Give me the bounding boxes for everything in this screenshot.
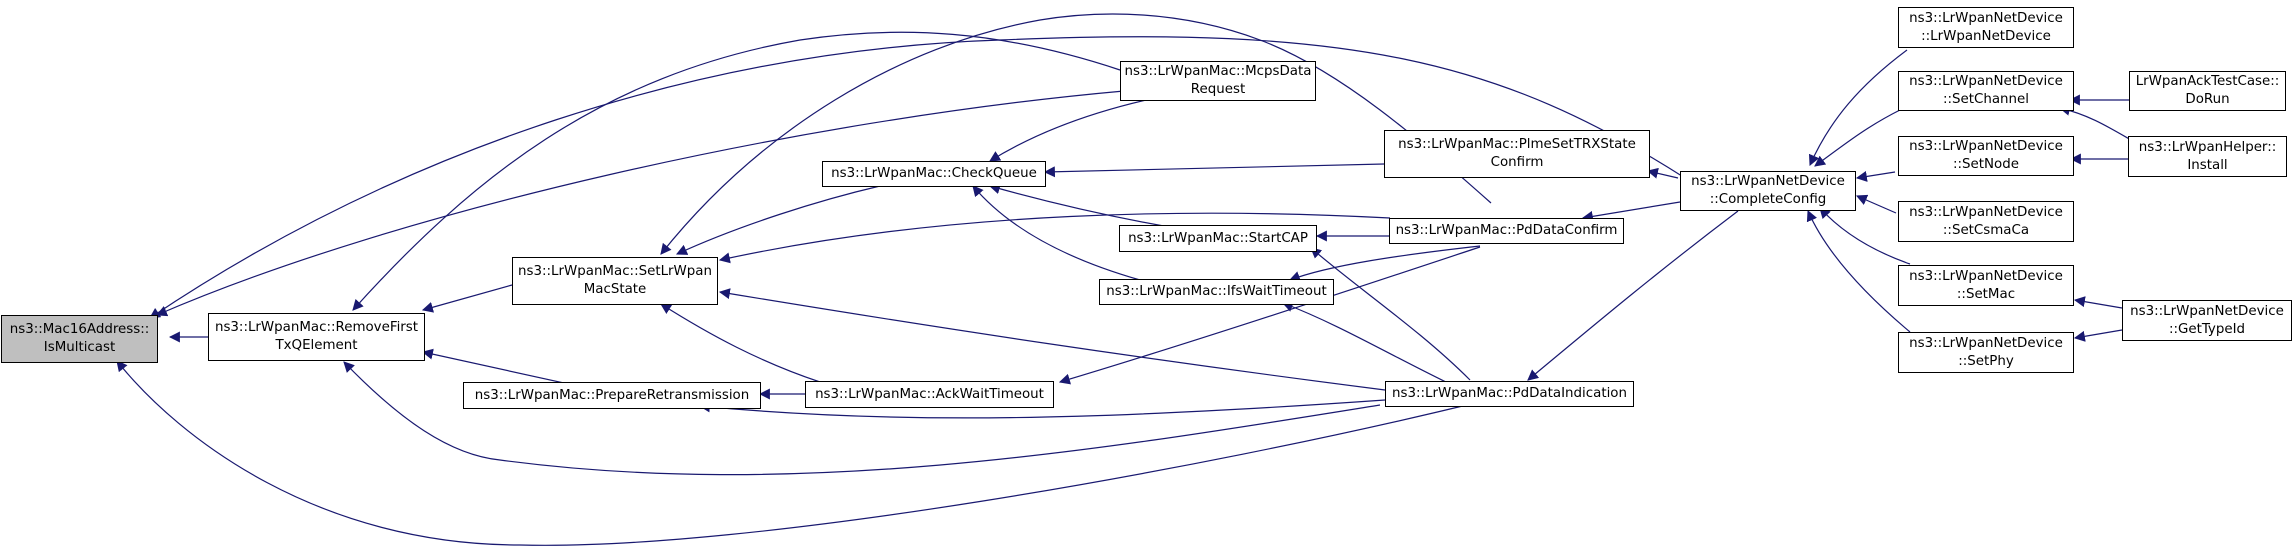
node-pd-data-indication[interactable]: ns3::LrWpanMac::PdDataIndication — [1385, 381, 1634, 407]
node-remove-first-txq-element[interactable]: ns3::LrWpanMac::RemoveFirst TxQElement — [208, 313, 425, 361]
node-label-line2: Confirm — [1490, 155, 1544, 170]
node-label-line1: ns3::LrWpanNetDevice — [1909, 335, 2063, 351]
node-set-csmaca[interactable]: ns3::LrWpanNetDevice ::SetCsmaCa — [1898, 201, 2074, 242]
edge-ackwait-to-setmacstate — [660, 303, 821, 383]
node-label-line1: ns3::LrWpanMac::IfsWaitTimeout — [1106, 284, 1327, 299]
node-label-line1: ns3::LrWpanNetDevice — [2130, 303, 2284, 319]
node-netdevice-constructor[interactable]: ns3::LrWpanNetDevice ::LrWpanNetDevice — [1898, 7, 2074, 48]
edge-complete-to-ismulticast — [149, 36, 1686, 319]
node-label-line1: ns3::LrWpanMac::StartCAP — [1128, 230, 1308, 246]
edge-pdconfirm-to-setmacstate — [718, 212, 1391, 264]
edge-setmacstate-to-remove — [421, 284, 513, 313]
node-start-cap[interactable]: ns3::LrWpanMac::StartCAP — [1119, 225, 1317, 252]
edge-complete-to-pdconfirm — [1581, 201, 1681, 222]
node-label-line2: TxQElement — [275, 338, 358, 353]
node-ack-wait-timeout[interactable]: ns3::LrWpanMac::AckWaitTimeout — [805, 381, 1054, 408]
edge-complete-to-setmacstate — [660, 13, 1492, 255]
node-complete-config[interactable]: ns3::LrWpanNetDevice ::CompleteConfig — [1680, 171, 1856, 211]
edge-setcsmaca-to-complete — [1855, 194, 1897, 214]
node-label-line1: ns3::LrWpanNetDevice — [1909, 268, 2063, 284]
node-pd-data-confirm[interactable]: ns3::LrWpanMac::PdDataConfirm — [1389, 218, 1624, 244]
edge-complete-to-plme — [1646, 167, 1679, 179]
node-label-line1: ns3::LrWpanMac::McpsData — [1124, 64, 1312, 79]
node-label-line1: ns3::LrWpanNetDevice — [1691, 174, 1845, 189]
node-set-mac[interactable]: ns3::LrWpanNetDevice ::SetMac — [1898, 265, 2074, 306]
node-label-line1: ns3::LrWpanMac::PdDataConfirm — [1395, 223, 1618, 238]
edge-pdind-to-startcap — [1310, 247, 1471, 381]
node-set-channel[interactable]: ns3::LrWpanNetDevice ::SetChannel — [1898, 71, 2074, 111]
edge-setmac-to-complete — [1819, 207, 1911, 265]
edge-pdind-to-ismulticast — [116, 360, 1476, 546]
node-label-line1: ns3::LrWpanMac::CheckQueue — [831, 166, 1037, 181]
node-label-line1: ns3::LrWpanMac::SetLrWpan — [518, 264, 712, 279]
node-helper-install[interactable]: ns3::LrWpanHelper:: Install — [2128, 136, 2287, 177]
edge-setchannel-to-complete — [1814, 109, 1901, 167]
node-label-line1: ns3::LrWpanHelper:: — [2138, 139, 2277, 155]
node-label-line2: MacState — [583, 282, 647, 297]
node-ifs-wait-timeout[interactable]: ns3::LrWpanMac::IfsWaitTimeout — [1099, 279, 1334, 305]
node-label-line2: ::LrWpanNetDevice — [1921, 28, 2051, 44]
edge-setnode-to-complete — [1855, 171, 1896, 182]
node-check-queue[interactable]: ns3::LrWpanMac::CheckQueue — [822, 161, 1046, 187]
node-set-phy[interactable]: ns3::LrWpanNetDevice ::SetPhy — [1898, 332, 2074, 373]
node-label-line1: ns3::LrWpanNetDevice — [1909, 74, 2063, 89]
node-label-line2: DoRun — [2185, 92, 2230, 107]
node-label-line1: LrWpanAckTestCase:: — [2135, 74, 2280, 89]
node-label-line1: ns3::LrWpanMac::PdDataIndication — [1392, 386, 1627, 401]
node-label-line2: Request — [1190, 82, 1246, 97]
edge-mcps-to-checkqueue — [989, 97, 1156, 162]
node-label-line1: ns3::LrWpanNetDevice — [1909, 10, 2063, 26]
edge-checkqueue-to-setmacstate — [676, 185, 881, 255]
node-label-line1: ns3::LrWpanMac::PlmeSetTRXState — [1398, 137, 1636, 152]
node-label-line1: ns3::Mac16Address:: — [9, 322, 150, 337]
node-label-line2: ::CompleteConfig — [1709, 192, 1827, 207]
edge-ifswait-to-checkqueue — [972, 185, 1141, 281]
node-ack-test-case-dorun[interactable]: LrWpanAckTestCase:: DoRun — [2129, 71, 2286, 111]
node-mac16-ismulticast: ns3::Mac16Address:: IsMulticast — [1, 315, 158, 363]
node-label-line1: ns3::LrWpanNetDevice — [1909, 204, 2063, 220]
node-label-line2: ::SetPhy — [1958, 353, 2014, 369]
edge-ctor-to-complete — [1808, 49, 1908, 167]
node-label-line2: ::SetNode — [1953, 157, 2019, 172]
edge-pdind-to-remove — [343, 361, 1381, 476]
edge-pdind-to-setmacstate — [718, 288, 1386, 391]
edge-prepare-to-remove — [421, 348, 574, 386]
node-label-line1: ns3::LrWpanMac::RemoveFirst — [214, 320, 419, 335]
edge-pdconfirm-to-ackwait — [1058, 246, 1481, 385]
edge-mcps-to-ismulticast — [155, 90, 1125, 317]
node-label-line2: IsMulticast — [43, 340, 116, 355]
edge-startcap-to-checkqueue — [988, 183, 1176, 229]
edge-pdind-to-ifswait — [1281, 301, 1451, 385]
edge-gettypeid-to-setphy — [2073, 329, 2123, 342]
node-prepare-retransmission[interactable]: ns3::LrWpanMac::PrepareRetransmission — [463, 382, 761, 409]
node-mcps-data-request[interactable]: ns3::LrWpanMac::McpsData Request — [1120, 61, 1316, 101]
edge-setphy-to-complete — [1806, 209, 1911, 333]
node-label-line1: ns3::LrWpanMac::AckWaitTimeout — [815, 386, 1044, 402]
node-label-line2: ::SetChannel — [1943, 92, 2029, 107]
node-set-node[interactable]: ns3::LrWpanNetDevice ::SetNode — [1898, 136, 2074, 176]
node-set-lrwpan-macstate[interactable]: ns3::LrWpanMac::SetLrWpan MacState — [512, 257, 718, 305]
edge-pdind-to-prepare — [698, 399, 1386, 419]
edge-plme-to-checkqueue — [1043, 163, 1385, 178]
edge-mcps-to-remove — [352, 31, 1121, 311]
node-label-line2: ::SetMac — [1956, 286, 2016, 302]
node-label-line2: Install — [2187, 157, 2228, 173]
node-label-line1: ns3::LrWpanMac::PrepareRetransmission — [474, 387, 750, 403]
edge-gettypeid-to-setmac — [2073, 296, 2123, 309]
node-label-line2: ::GetTypeId — [2168, 321, 2246, 337]
node-plme-set-trx-state-confirm[interactable]: ns3::LrWpanMac::PlmeSetTRXState Confirm — [1384, 130, 1650, 178]
node-label-line2: ::SetCsmaCa — [1942, 222, 2030, 238]
node-label-line1: ns3::LrWpanNetDevice — [1909, 139, 2063, 154]
node-get-type-id[interactable]: ns3::LrWpanNetDevice ::GetTypeId — [2122, 300, 2292, 341]
edge-complete-to-pdind — [1527, 210, 1739, 381]
edge-pdconfirm-to-ifswait — [1288, 245, 1481, 282]
